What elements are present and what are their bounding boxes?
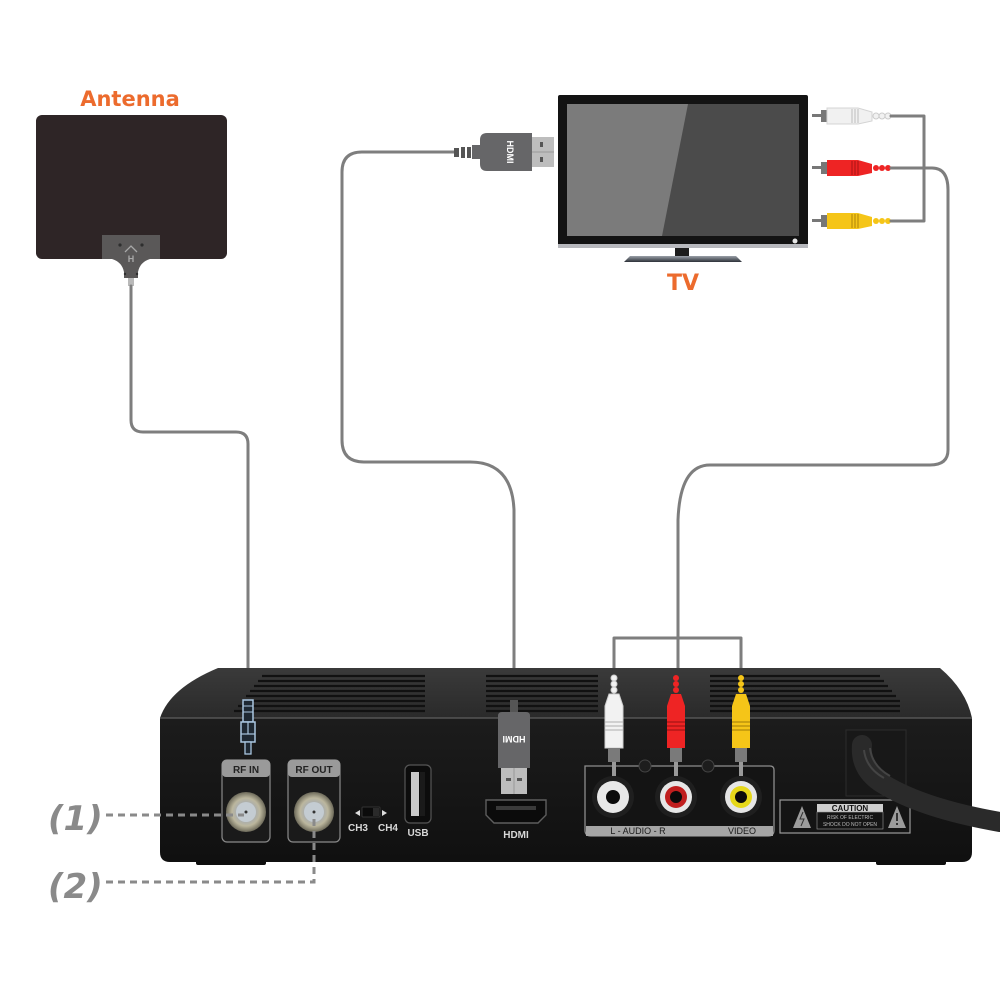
usb-port[interactable]: USB — [404, 764, 432, 839]
antenna: Antenna H — [36, 87, 227, 286]
hdmi-plug-box-text: HDMI — [503, 734, 526, 744]
antenna-cable — [129, 284, 250, 702]
rca-plug-white-icon — [812, 107, 892, 125]
rca-plugs-tv-end — [812, 107, 892, 229]
rca-plug-white-box-icon — [604, 674, 624, 776]
rf-out-port[interactable]: RF OUT — [287, 759, 341, 843]
rf-out-label: RF OUT — [295, 765, 332, 776]
hdmi-port[interactable]: HDMI — [485, 799, 547, 841]
hdmi-plug-tv-end: HDMI — [454, 133, 554, 171]
caution-label: CAUTION RISK OF ELECTRIC SHOCK DO NOT OP… — [779, 799, 911, 834]
callout-2-leader — [106, 814, 316, 884]
coax-plug-icon — [240, 699, 256, 755]
arrow-right-icon — [382, 810, 387, 816]
usb-label: USB — [407, 828, 428, 839]
set-top-box: RF IN RF OUT CH3 CH4 USB — [160, 668, 1000, 865]
audio-right-jack[interactable] — [655, 776, 697, 818]
antenna-logo: H — [128, 254, 135, 264]
hdmi-plug-text: HDMI — [505, 141, 515, 164]
hdmi-label: HDMI — [503, 830, 529, 841]
antenna-panel — [36, 115, 227, 259]
rca-plug-red-icon — [812, 160, 891, 176]
caution-line-2: SHOCK DO NOT OPEN — [823, 822, 877, 828]
power-cord — [845, 729, 1000, 832]
callout-2-label: (2) — [48, 867, 103, 907]
channel-switch[interactable]: CH3 CH4 — [348, 806, 398, 834]
rca-plug-red-box-icon — [667, 675, 685, 776]
hdmi-cable — [340, 150, 516, 702]
tv: TV — [558, 95, 808, 296]
callout-2: (2) — [48, 814, 316, 907]
antenna-label: Antenna — [80, 87, 180, 111]
audio-label: L - AUDIO - R — [610, 826, 666, 836]
electric-warning-icon — [793, 806, 811, 828]
rca-cable — [676, 166, 950, 702]
caution-title: CAUTION — [832, 804, 869, 813]
hdmi-plug-box-end: HDMI — [498, 700, 530, 794]
video-jack[interactable] — [720, 776, 762, 818]
audio-left-jack[interactable] — [592, 776, 634, 818]
caution-line-1: RISK OF ELECTRIC — [827, 815, 874, 821]
vent-grille — [234, 674, 900, 713]
rca-plug-yellow-box-icon — [732, 675, 750, 776]
rf-in-port[interactable]: RF IN — [221, 759, 271, 843]
arrow-left-icon — [355, 810, 360, 816]
antenna-connector-icon: H — [102, 235, 160, 286]
rca-plug-yellow-icon — [812, 213, 891, 229]
rf-in-label: RF IN — [233, 765, 259, 776]
ch4-label: CH4 — [378, 823, 398, 834]
video-label: VIDEO — [728, 826, 756, 836]
ch3-label: CH3 — [348, 823, 368, 834]
callout-1: (1) — [48, 799, 244, 839]
callout-1-label: (1) — [48, 799, 103, 839]
tv-label: TV — [667, 271, 699, 296]
